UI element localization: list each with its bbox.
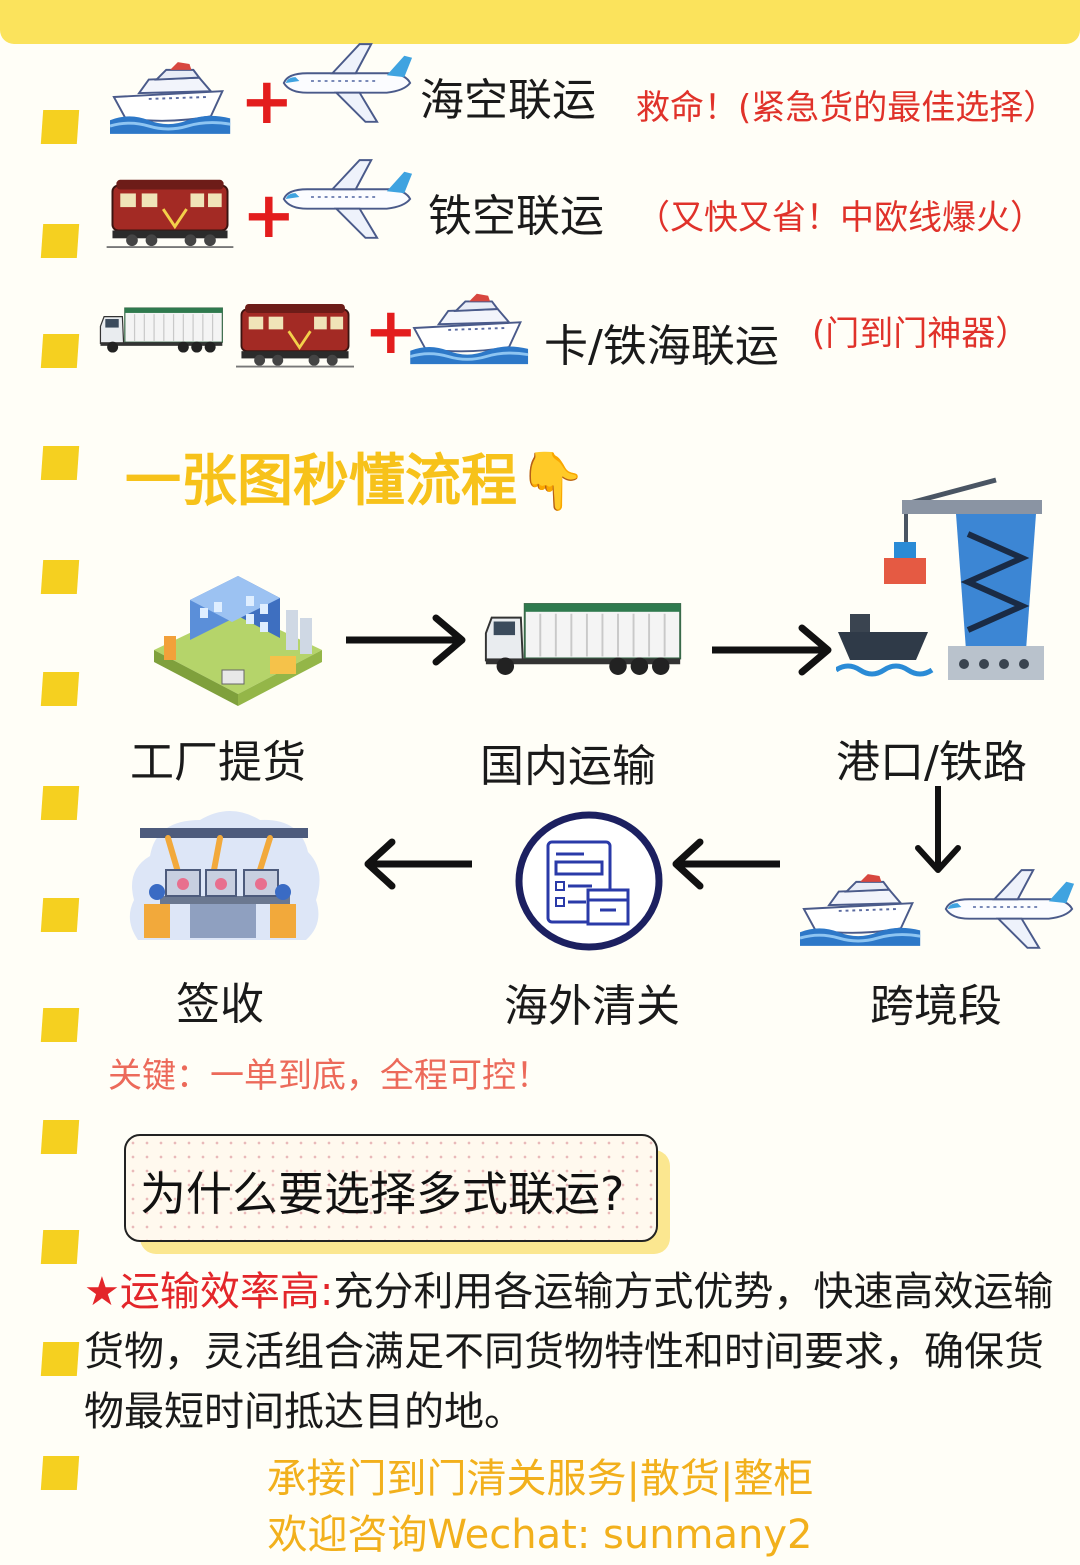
top-banner xyxy=(0,0,1080,44)
ship-icon xyxy=(110,58,236,136)
margin-marker xyxy=(40,898,80,932)
mode-note-truck-rail-sea: (门到门神器） xyxy=(812,314,1030,354)
margin-marker xyxy=(40,672,80,706)
flow-section-title: 一张图秒懂流程👇 xyxy=(125,449,587,514)
question-text: 为什么要选择多式联运? xyxy=(140,1167,625,1221)
paragraph-text: 充分利用各运输方式优势，快速高效运输货物，灵活组合满足不同货物特性和时间要求，确… xyxy=(84,1269,1054,1435)
footer-contact: 欢迎咨询Wechat: sunmany2 xyxy=(267,1512,813,1558)
mode-name-sea-air: 海空联运 xyxy=(420,75,596,126)
highlight-label: 运输效率高: xyxy=(119,1269,334,1315)
step-label-overseas-customs: 海外清关 xyxy=(504,981,680,1032)
plus-sign: + xyxy=(364,295,418,369)
step-label-cross-border: 跨境段 xyxy=(870,981,1002,1032)
factory-icon xyxy=(154,576,322,706)
mode-note-rail-air: （又快又省！中欧线爆火） xyxy=(636,198,1044,238)
step-label-factory-pickup: 工厂提货 xyxy=(130,737,306,788)
key-note: 关键：一单到底，全程可控！ xyxy=(108,1056,550,1096)
airplane-icon xyxy=(278,154,414,242)
customs-document-icon xyxy=(515,811,663,951)
margin-marker xyxy=(40,334,80,368)
ship-icon xyxy=(410,290,534,366)
margin-marker xyxy=(40,560,80,594)
footer-services: 承接门到门清关服务|散货|整柜 xyxy=(266,1456,814,1502)
mode-name-rail-air: 铁空联运 xyxy=(428,191,604,242)
question-box xyxy=(124,1134,658,1242)
margin-marker xyxy=(40,1008,80,1042)
margin-marker xyxy=(40,446,80,480)
arrow-left-icon xyxy=(672,838,780,890)
margin-marker xyxy=(40,110,80,144)
airplane-icon xyxy=(278,38,414,126)
step-label-domestic-transport: 国内运输 xyxy=(480,741,656,792)
arrow-left-icon xyxy=(364,838,472,890)
arrow-down-icon xyxy=(915,786,961,873)
port-crane-icon xyxy=(836,477,1044,680)
warehouse-robot-icon xyxy=(129,811,320,940)
step-label-receipt: 签收 xyxy=(176,979,264,1030)
arrow-right-icon xyxy=(712,624,832,676)
margin-marker xyxy=(40,1342,80,1376)
margin-marker xyxy=(40,786,80,820)
margin-marker xyxy=(40,1120,80,1154)
truck-icon xyxy=(98,304,226,356)
ship-icon xyxy=(800,870,926,948)
arrow-right-icon xyxy=(346,614,466,666)
train-icon xyxy=(106,172,234,250)
train-icon xyxy=(236,296,354,370)
step-label-port-railway: 港口/铁路 xyxy=(836,737,1027,788)
star-icon: ★ xyxy=(84,1269,120,1315)
margin-marker xyxy=(40,224,80,258)
mode-name-truck-rail-sea: 卡/铁海联运 xyxy=(544,321,779,372)
efficiency-paragraph: ★运输效率高:充分利用各运输方式优势，快速高效运输货物，灵活组合满足不同货物特性… xyxy=(84,1262,1064,1442)
airplane-icon xyxy=(940,864,1076,952)
mode-note-sea-air: 救命！(紧急货的最佳选择） xyxy=(636,88,1058,128)
margin-marker xyxy=(40,1230,80,1264)
truck-icon xyxy=(482,598,686,680)
